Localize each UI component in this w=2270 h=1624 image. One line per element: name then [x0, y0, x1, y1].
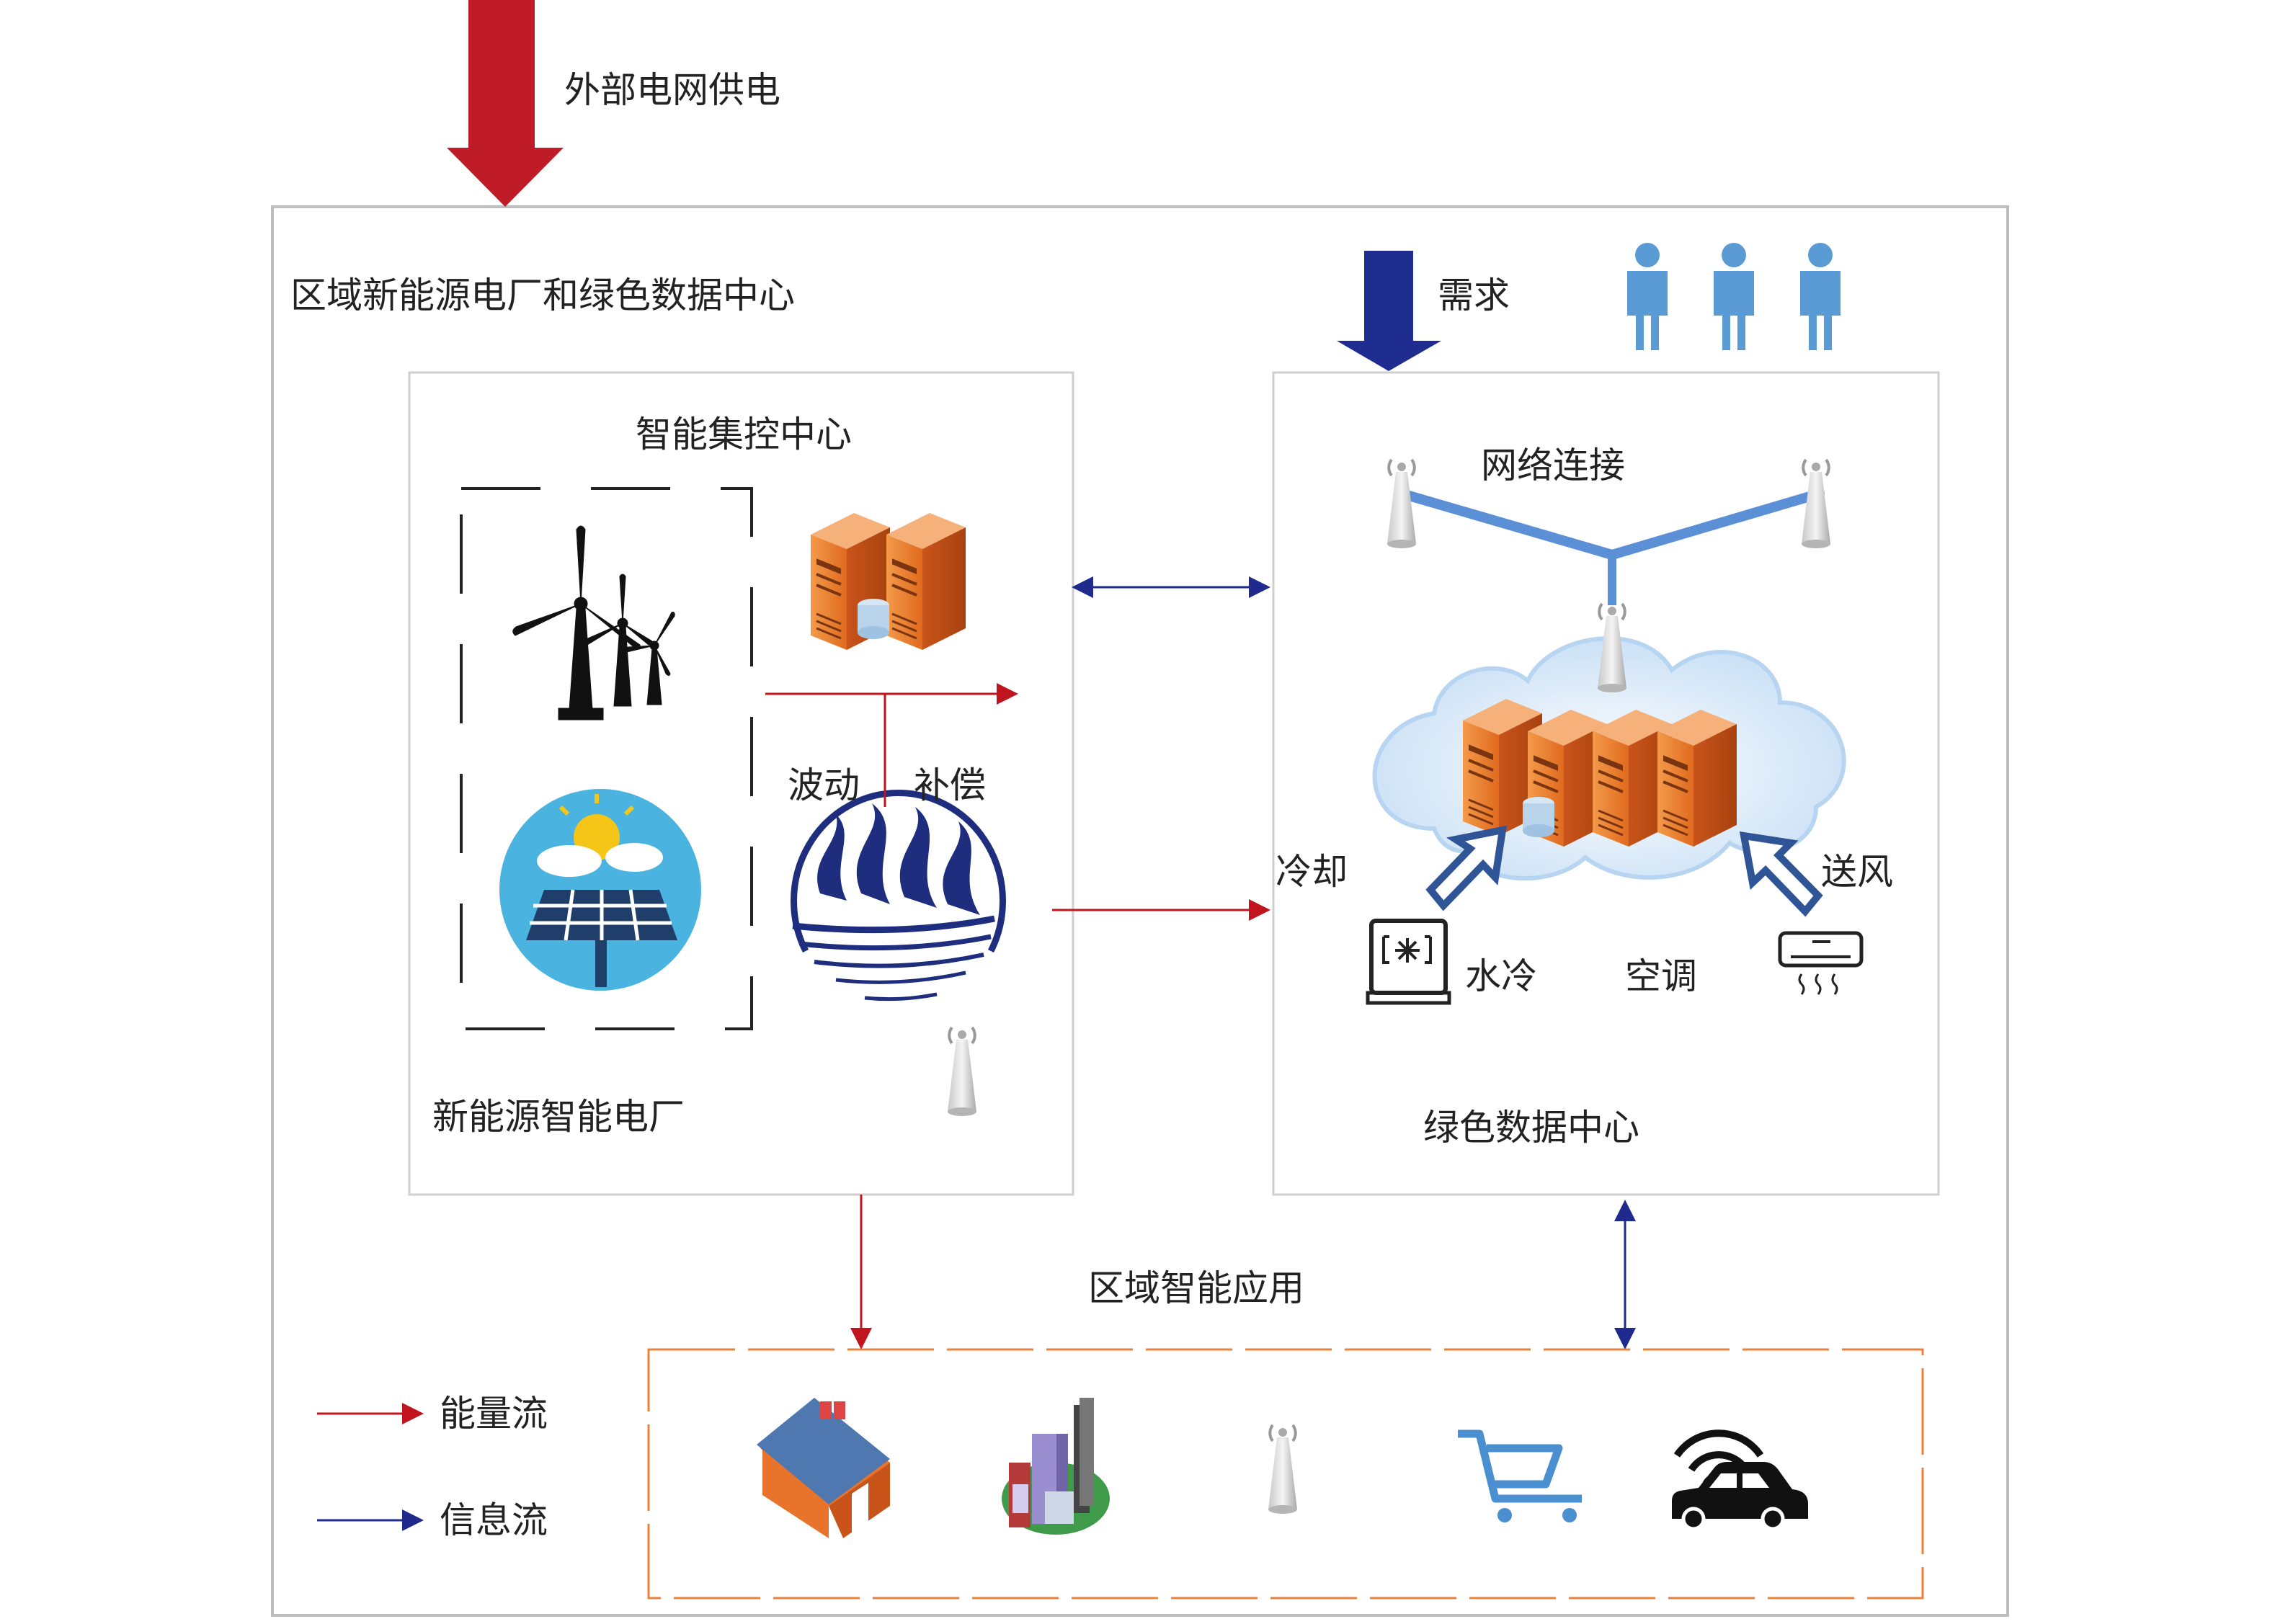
- demand-arrow: [1337, 251, 1441, 371]
- compensation-connector: [765, 683, 1018, 807]
- legend-energy-label: 能量流: [440, 1393, 548, 1435]
- data-center-label: 绿色数据中心: [1423, 1107, 1639, 1148]
- people-icons: [1627, 243, 1841, 350]
- antenna-icon: [946, 1026, 978, 1117]
- compensation-label: 补偿: [914, 764, 986, 806]
- air-supply-label: 送风: [1821, 851, 1893, 893]
- apps-box: [647, 1348, 1924, 1600]
- connected-car-icon: [1672, 1429, 1808, 1531]
- antenna-icon: [1267, 1424, 1299, 1515]
- network-label: 网络连接: [1481, 445, 1625, 486]
- solar-panel-icon: [499, 789, 701, 991]
- city-buildings-icon: [1002, 1398, 1110, 1535]
- water-cooling-label: 水冷: [1465, 955, 1537, 997]
- water-cooler-icon: [1366, 919, 1451, 1005]
- antenna-icon: [1800, 458, 1832, 550]
- region-title: 区域新能源电厂和绿色数据中心: [290, 275, 795, 316]
- person-icon: [1714, 243, 1754, 350]
- antenna-icon: [1386, 458, 1417, 550]
- control-center-label: 智能集控中心: [636, 414, 852, 455]
- wind-turbine-icon: [512, 525, 675, 720]
- external-power-label: 外部电网供电: [564, 69, 780, 111]
- air-conditioner-icon: [1778, 931, 1864, 995]
- server-icon: [1461, 697, 1738, 848]
- cooling-arrow: [1425, 825, 1508, 911]
- regional-apps-label: 区域智能应用: [1088, 1267, 1304, 1309]
- renewables-group: [460, 487, 753, 1030]
- server-icon: [809, 512, 967, 651]
- hydro-logo-icon: [791, 790, 1006, 1001]
- fluctuation-label: 波动: [788, 764, 860, 806]
- person-icon: [1627, 243, 1668, 350]
- demand-label: 需求: [1438, 275, 1510, 316]
- legend-info-label: 信息流: [440, 1499, 548, 1541]
- air-supply-arrow: [1739, 831, 1823, 917]
- power-plant-box: [408, 371, 1074, 1196]
- region-box: [271, 205, 2009, 1617]
- shopping-cart-icon: [1458, 1429, 1582, 1522]
- cooling-label: 冷却: [1276, 851, 1348, 893]
- air-conditioning-label: 空调: [1625, 955, 1697, 997]
- person-icon: [1800, 243, 1841, 350]
- house-icon: [757, 1398, 890, 1538]
- data-center-box: [1272, 371, 1940, 1196]
- external-power-arrow: [447, 0, 564, 207]
- network-connection: [1386, 458, 1832, 605]
- power-plant-label: 新能源智能电厂: [432, 1096, 685, 1138]
